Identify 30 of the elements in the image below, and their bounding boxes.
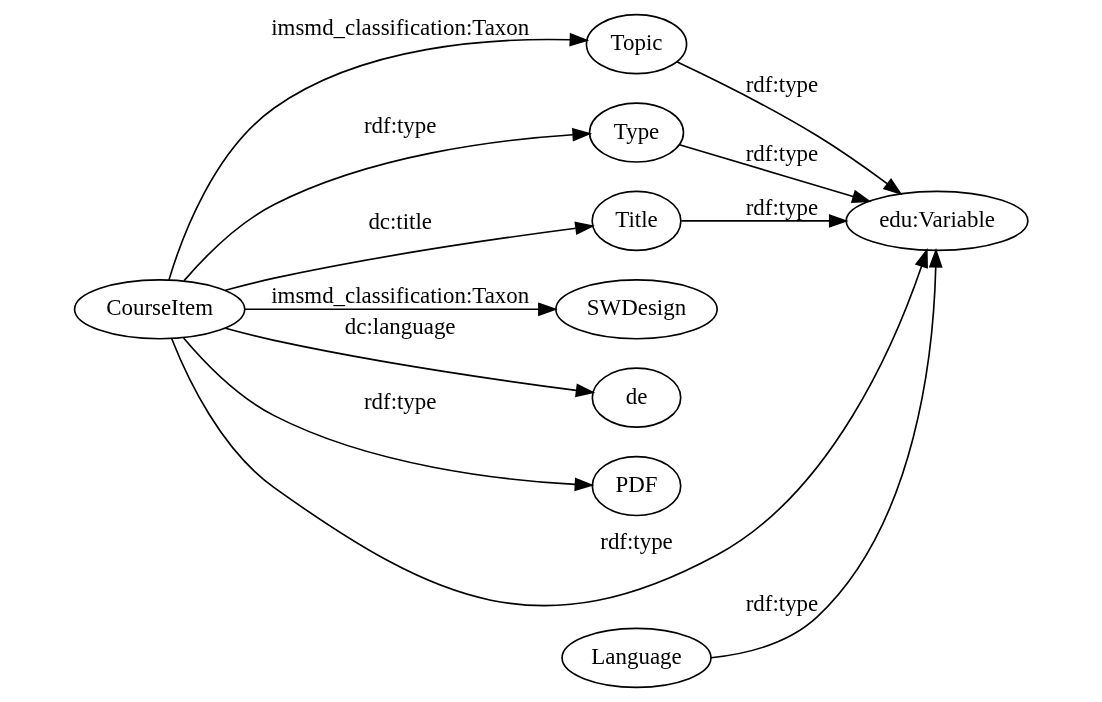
node-ellipse: de [591, 367, 682, 428]
edge-label: dc:language [344, 314, 456, 340]
node-ellipse: Type [588, 102, 685, 163]
edge-label: rdf:type [745, 71, 819, 97]
edge-label: rdf:type [745, 140, 819, 166]
node-ellipse: Topic [585, 13, 688, 75]
arrow [710, 247, 943, 659]
arrow [171, 247, 928, 607]
arrow [675, 61, 903, 196]
edge-label: rdf:type [745, 590, 819, 616]
arrow [182, 337, 595, 492]
edge-label: imsmd_classification:Taxon [271, 283, 530, 309]
node-ellipse: CourseItem [73, 279, 246, 340]
arrow [183, 127, 593, 282]
arrow [678, 144, 872, 203]
node-ellipse: PDF [591, 455, 682, 517]
node-ellipse: Language [561, 627, 712, 689]
edge-label: rdf:type [363, 389, 437, 415]
edge-label: imsmd_classification:Taxon [271, 14, 530, 40]
arrow [168, 32, 590, 281]
arrow [224, 327, 596, 398]
node-ellipse: Title [591, 190, 682, 252]
edge-label: rdf:type [363, 112, 437, 138]
edge-label: rdf:type [745, 194, 819, 220]
arrow [680, 214, 849, 228]
arrow [244, 302, 558, 317]
edge-label: rdf:type [600, 528, 673, 554]
edge-label: dc:title [368, 209, 433, 235]
node-ellipse: SWDesign [555, 279, 718, 340]
arrow [224, 221, 595, 292]
